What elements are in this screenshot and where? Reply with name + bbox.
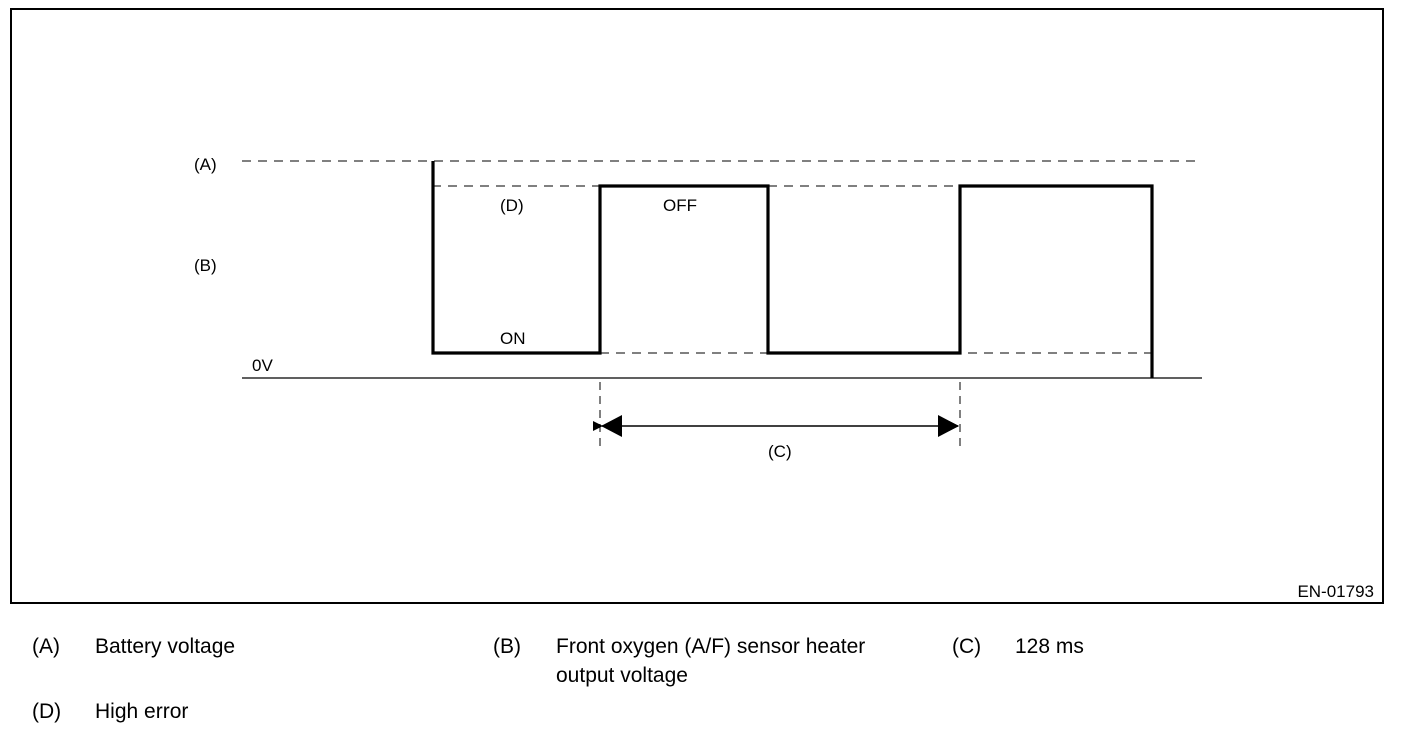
period-arrowhead-right — [938, 415, 959, 437]
legend-item-c: (C) 128 ms — [952, 632, 1252, 662]
label-b: (B) — [194, 256, 217, 275]
label-d: (D) — [500, 196, 524, 215]
legend-text-c: 128 ms — [1015, 635, 1084, 658]
label-zero-volt: 0V — [252, 356, 273, 375]
period-arrowhead-left — [601, 415, 622, 437]
diagram-frame — [10, 8, 1384, 604]
legend-key-a: (A) — [32, 635, 60, 658]
legend-text-b-line1: Front oxygen (A/F) sensor heater — [556, 635, 866, 658]
legend-text-b-line2: output voltage — [556, 664, 688, 687]
legend-key-b: (B) — [493, 635, 521, 658]
label-c: (C) — [768, 442, 792, 461]
label-on: ON — [500, 329, 526, 348]
heater-voltage-waveform — [431, 161, 1154, 378]
label-off: OFF — [663, 196, 697, 215]
legend-item-a: (A) Battery voltage — [32, 632, 452, 662]
legend-item-d: (D) High error — [32, 697, 452, 727]
legend-text-a: Battery voltage — [95, 635, 236, 658]
legend-item-b: (B) Front oxygen (A/F) sensor heater out… — [493, 632, 923, 692]
legend-key-d: (D) — [32, 700, 62, 723]
legend-key-c: (C) — [952, 635, 982, 658]
legend-text-d: High error — [95, 700, 189, 723]
figure-id: EN-01793 — [1297, 582, 1374, 601]
label-a: (A) — [194, 155, 217, 174]
